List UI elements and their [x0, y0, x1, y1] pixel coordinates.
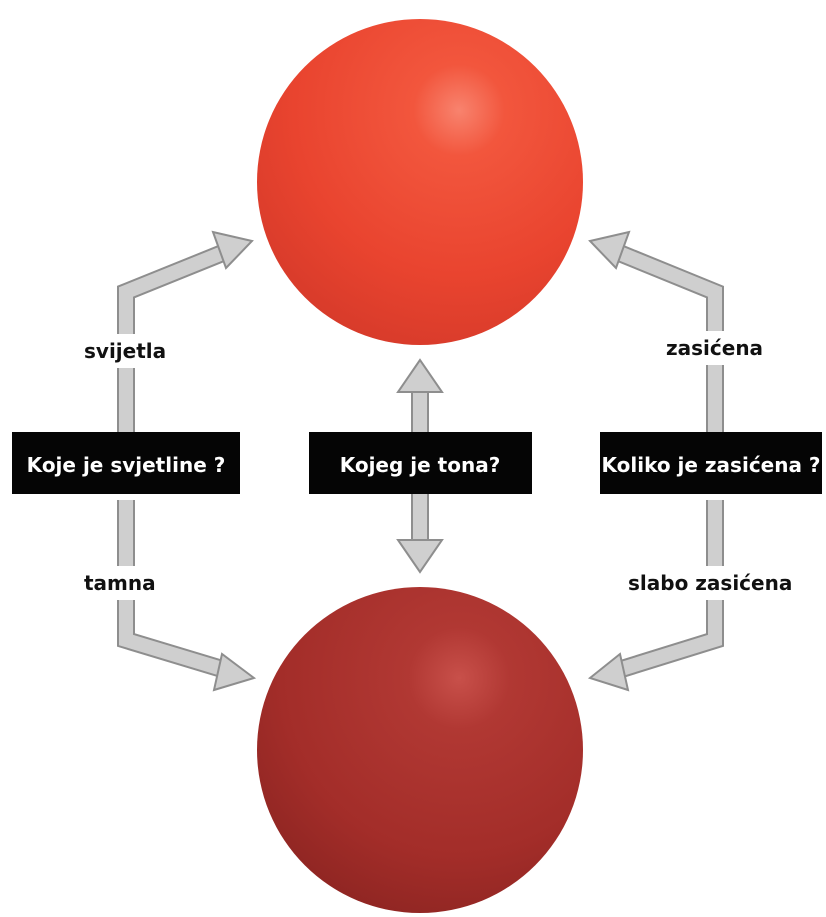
label-weakly-saturated: slabo zasićena — [628, 571, 792, 595]
label-light: svijetla — [84, 339, 166, 363]
question-lightness: Koje je svjetline ? — [27, 453, 226, 477]
question-lightness-box: Koje je svjetline ? — [12, 432, 240, 494]
question-saturation-box: Koliko je zasićena ? — [600, 432, 822, 494]
left-up-arrow — [117, 230, 254, 440]
label-saturated: zasićena — [666, 336, 763, 360]
top-sphere — [257, 19, 583, 345]
left-down-arrow — [117, 500, 257, 692]
right-down-arrow — [587, 500, 724, 692]
label-dark: tamna — [84, 571, 156, 595]
bottom-sphere — [257, 587, 583, 913]
right-up-arrow — [588, 230, 724, 440]
question-saturation: Koliko je zasićena ? — [601, 453, 820, 477]
question-hue: Kojeg je tona? — [340, 453, 501, 477]
question-hue-box: Kojeg je tona? — [309, 432, 532, 494]
